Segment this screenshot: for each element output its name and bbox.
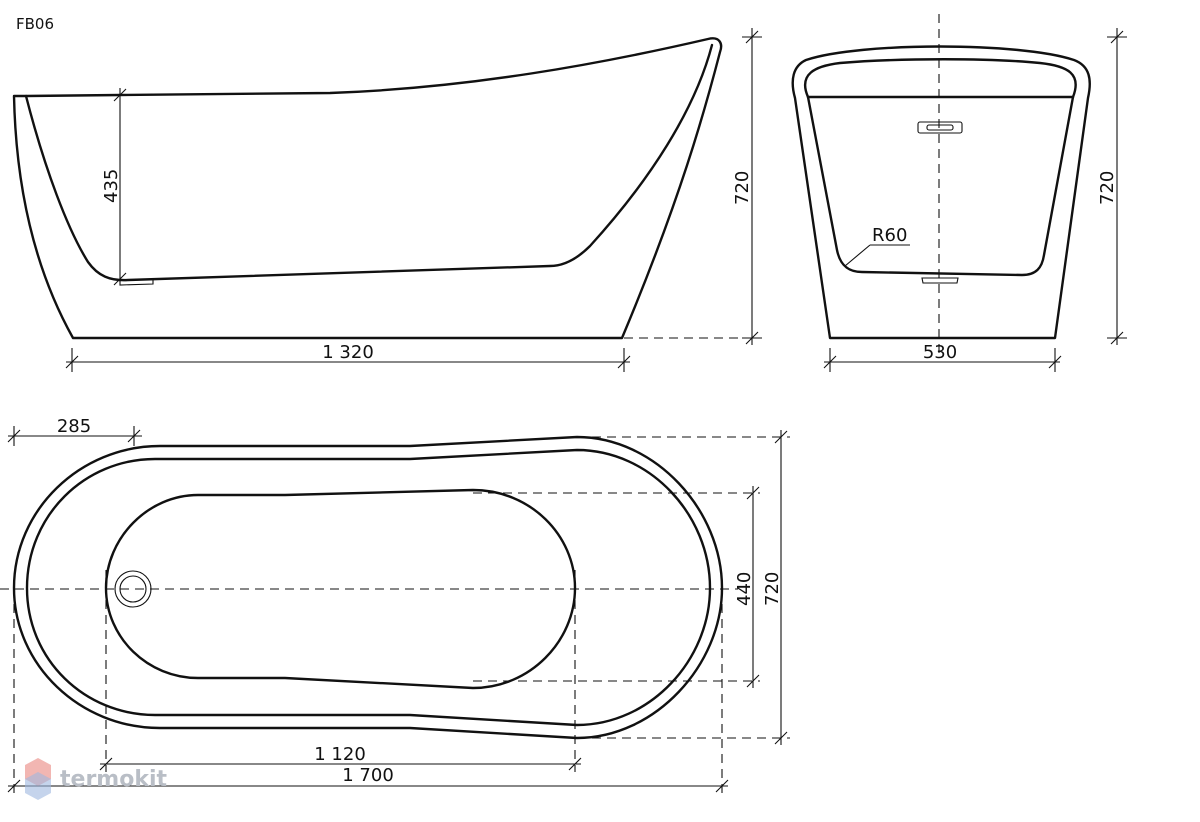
side-view-drain [119,278,154,286]
side-height-dimension-label: 720 [732,171,753,205]
model-code: FB06 [16,15,54,33]
top-view: 285 440 720 1 120 1 700 [0,416,790,795]
outer-width-dimension-label: 720 [762,572,783,606]
termokit-logo: termokit [25,758,167,800]
radius-label: R60 [872,225,907,246]
inner-width-dimension-label: 440 [734,572,755,606]
side-view-inner-basin [24,43,714,282]
inner-length-dimension-label: 1 120 [314,744,366,765]
side-length-dimension-label: 1 320 [322,342,374,363]
watermark-brand: termokit [60,767,167,792]
end-view-inner-basin [806,95,1075,277]
end-view-outer-shell [791,45,1091,340]
depth-dimension-label: 435 [101,169,122,203]
overflow-outlet [917,121,963,134]
end-height-dimension-label: 720 [1097,171,1118,205]
end-width-dimension-label: 530 [923,342,957,363]
outer-length-dimension-label: 1 700 [342,765,394,786]
end-view: R60 720 530 [791,14,1127,372]
offset-dimension-label: 285 [57,416,91,437]
side-view: 435 720 1 320 [12,28,762,372]
top-view-inner-basin [104,488,577,690]
side-view-outer-shell [12,37,723,340]
